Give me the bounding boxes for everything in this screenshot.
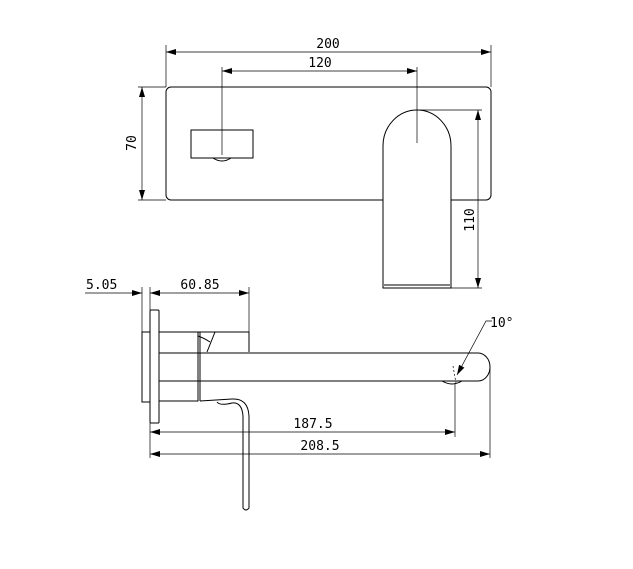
handle-base-arc bbox=[212, 157, 232, 162]
dim-200: 200 bbox=[316, 37, 339, 52]
dim-5-05: 5.05 bbox=[86, 278, 117, 293]
dim-187-5: 187.5 bbox=[293, 417, 332, 432]
spout-front bbox=[382, 109, 452, 289]
dim-70: 70 bbox=[125, 135, 140, 151]
dim-60-85: 60.85 bbox=[180, 278, 219, 293]
body bbox=[158, 331, 199, 402]
back-plate bbox=[141, 331, 151, 403]
dim-208-5: 208.5 bbox=[300, 439, 339, 454]
handle-hub bbox=[197, 331, 250, 353]
flange bbox=[149, 309, 160, 424]
aerator bbox=[441, 380, 463, 385]
dim-120: 120 bbox=[308, 56, 331, 71]
lever bbox=[199, 398, 250, 511]
dim-10-degree: 10° bbox=[490, 316, 513, 331]
spout-side bbox=[159, 352, 491, 382]
dim-110: 110 bbox=[463, 208, 478, 231]
wall-plate bbox=[165, 86, 492, 201]
side-view: 5.05 60.85 10° 187.5 208.5 bbox=[85, 278, 513, 511]
front-view: 200 120 70 110 bbox=[125, 37, 492, 289]
